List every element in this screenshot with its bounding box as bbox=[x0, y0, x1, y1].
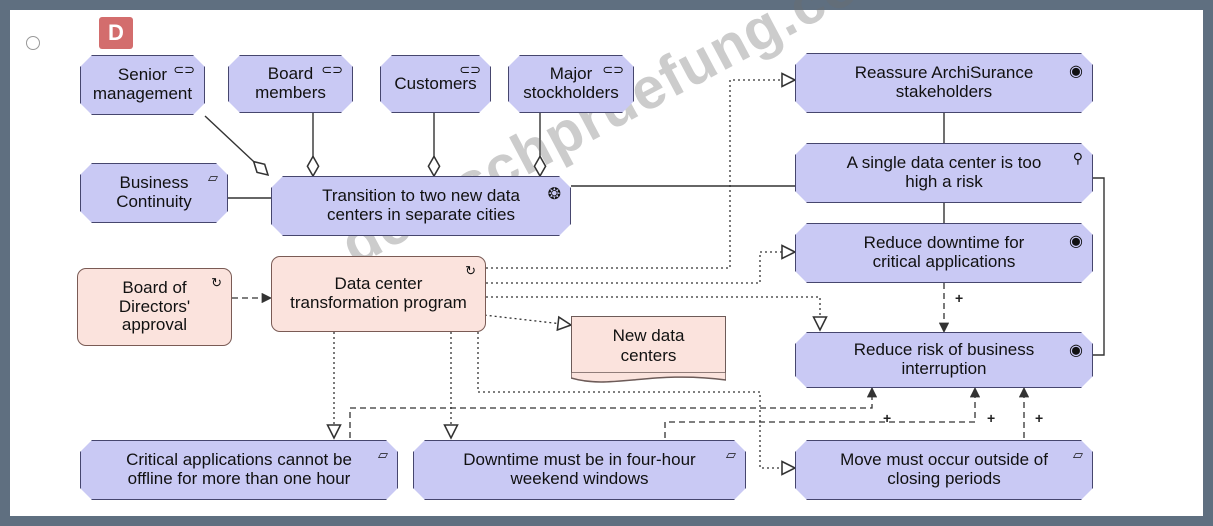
node-label: Board members bbox=[255, 64, 326, 102]
deliverable-wave bbox=[571, 372, 726, 383]
work-package-board-approval[interactable]: Board of Directors' approval ↻ bbox=[77, 268, 232, 346]
driver-business-continuity[interactable]: Business Continuity ▱ bbox=[80, 163, 228, 223]
node-label: Major stockholders bbox=[523, 64, 619, 102]
assessment-icon: ⚲ bbox=[1072, 150, 1083, 166]
goal-icon: ◉ bbox=[1069, 233, 1083, 250]
stakeholder-board-members[interactable]: Board members ⊂⊃ bbox=[228, 55, 353, 113]
node-label: Downtime must be in four-hour weekend wi… bbox=[463, 450, 696, 488]
principle-icon: ❂ bbox=[547, 186, 561, 203]
principle-transition[interactable]: Transition to two new data centers in se… bbox=[271, 176, 571, 236]
influence-plus: + bbox=[1035, 410, 1044, 426]
node-label: Board of Directors' approval bbox=[118, 277, 191, 335]
constraint-downtime-window[interactable]: Downtime must be in four-hour weekend wi… bbox=[413, 440, 746, 500]
node-label: Business Continuity bbox=[116, 173, 192, 211]
influence-plus: + bbox=[955, 290, 964, 306]
node-label: A single data center is too high a risk bbox=[846, 153, 1042, 191]
stakeholder-customers[interactable]: Customers ⊂⊃ bbox=[380, 55, 491, 113]
node-label: Move must occur outside of closing perio… bbox=[840, 450, 1048, 488]
constraint-critical-apps[interactable]: Critical applications cannot be offline … bbox=[80, 440, 398, 500]
work-package-program[interactable]: Data center transformation program ↻ bbox=[271, 256, 486, 332]
constraint-icon: ▱ bbox=[378, 447, 388, 462]
stakeholder-icon: ⊂⊃ bbox=[173, 62, 195, 77]
node-label: Reduce downtime for critical application… bbox=[863, 233, 1025, 271]
assessment-single-dc[interactable]: A single data center is too high a risk … bbox=[795, 143, 1093, 203]
stakeholder-icon: ⊂⊃ bbox=[459, 62, 481, 77]
driver-icon: ▱ bbox=[208, 170, 218, 185]
node-label: Reduce risk of business interruption bbox=[853, 340, 1035, 378]
node-label: Reassure ArchiSurance stakeholders bbox=[854, 63, 1034, 101]
deliverable-new-data-centers[interactable]: New data centers bbox=[571, 316, 726, 374]
constraint-icon: ▱ bbox=[1073, 447, 1083, 462]
work-package-icon: ↻ bbox=[465, 263, 476, 278]
node-label: New data centers bbox=[612, 325, 685, 365]
goal-reduce-downtime[interactable]: Reduce downtime for critical application… bbox=[795, 223, 1093, 283]
constraint-move-outside[interactable]: Move must occur outside of closing perio… bbox=[795, 440, 1093, 500]
node-label: Transition to two new data centers in se… bbox=[322, 186, 520, 224]
influence-plus: + bbox=[987, 410, 996, 426]
node-label: Senior management bbox=[92, 65, 193, 103]
stakeholder-major-stockholders[interactable]: Major stockholders ⊂⊃ bbox=[508, 55, 634, 113]
constraint-icon: ▱ bbox=[726, 447, 736, 462]
goal-reduce-risk[interactable]: Reduce risk of business interruption ◉ bbox=[795, 332, 1093, 388]
goal-icon: ◉ bbox=[1069, 342, 1083, 359]
stakeholder-icon: ⊂⊃ bbox=[602, 62, 624, 77]
goal-icon: ◉ bbox=[1069, 63, 1083, 80]
node-label: Customers bbox=[394, 73, 477, 93]
node-label: Critical applications cannot be offline … bbox=[126, 450, 352, 488]
work-package-icon: ↻ bbox=[211, 275, 222, 290]
goal-reassure[interactable]: Reassure ArchiSurance stakeholders ◉ bbox=[795, 53, 1093, 113]
stakeholder-icon: ⊂⊃ bbox=[321, 62, 343, 77]
stakeholder-senior-management[interactable]: Senior management ⊂⊃ bbox=[80, 55, 205, 115]
node-label: Data center transformation program bbox=[290, 274, 467, 312]
logo: D bbox=[99, 17, 133, 49]
radio-icon[interactable] bbox=[26, 36, 40, 50]
influence-plus: + bbox=[883, 410, 892, 426]
